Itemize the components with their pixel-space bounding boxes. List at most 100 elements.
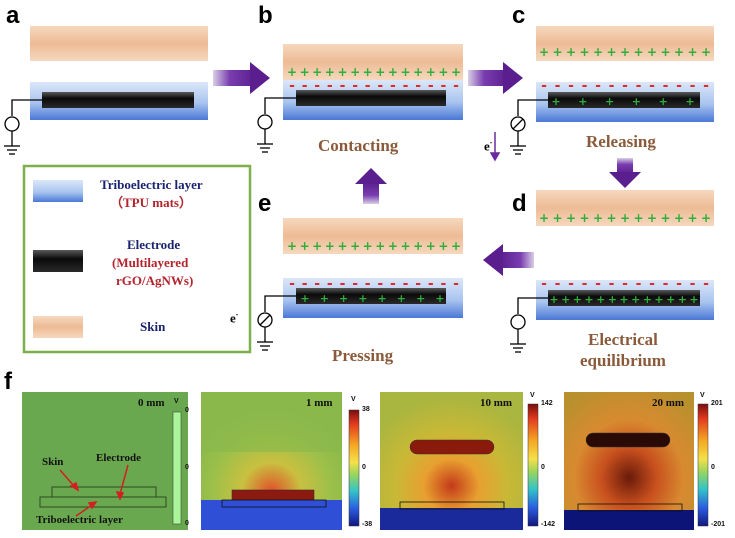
sim-electrode-charged	[231, 489, 315, 501]
plus-charge: +	[674, 211, 684, 225]
plus-charge: +	[375, 65, 385, 79]
plus-charge: +	[451, 239, 461, 253]
process-arrow-c-to-d	[609, 158, 641, 188]
minus-charge: -	[622, 78, 628, 94]
plus-charge-row: ++++++++++++++	[287, 65, 461, 79]
minus-charge: -	[302, 78, 308, 94]
minus-charge: -	[676, 276, 682, 292]
legend-box	[22, 164, 252, 354]
minus-charge: -	[289, 276, 295, 292]
electrode-layer	[548, 290, 700, 306]
plus-charge: +	[413, 239, 423, 253]
sim-tribo-outline	[577, 503, 683, 512]
minus-charge: -	[340, 276, 346, 292]
colorbar-10mm	[527, 403, 539, 527]
plus-charge: +	[619, 293, 628, 306]
minus-charge: -	[415, 276, 421, 292]
skin-layer	[283, 218, 463, 254]
panel-c-device: +++++++++++++ ------------- ++++++	[489, 26, 714, 162]
circuit	[510, 297, 548, 353]
minus-charge: -	[314, 78, 320, 94]
plus-charge: +	[551, 95, 560, 108]
plus-charge: +	[400, 65, 410, 79]
plus-charge: +	[687, 45, 697, 59]
plus-charge: +	[605, 95, 614, 108]
minus-charge: -	[327, 276, 333, 292]
plus-charge: +	[363, 65, 373, 79]
minus-charge: -	[440, 78, 446, 94]
simulation-map-1mm	[201, 392, 342, 530]
plus-charge: +	[561, 293, 570, 306]
plus-charge: +	[596, 293, 605, 306]
plus-charge: +	[643, 293, 652, 306]
skin-layer	[536, 26, 714, 61]
minus-charge: -	[440, 276, 446, 292]
minus-charge: -	[453, 78, 459, 94]
minus-charge: -	[314, 276, 320, 292]
sim-annotation-arrows	[59, 464, 129, 517]
minus-charge: -	[690, 276, 696, 292]
plus-charge: +	[608, 293, 617, 306]
plus-charge-row: +++++++++++++	[539, 211, 711, 225]
minus-charge: -	[377, 276, 383, 292]
plus-charge: +	[631, 293, 640, 306]
plus-charge: +	[578, 95, 587, 108]
plus-charge: +	[416, 292, 425, 305]
plus-charge: +	[397, 292, 406, 305]
sim-electrode-outline	[39, 496, 167, 508]
plus-charge: +	[337, 65, 347, 79]
minus-charge: -	[568, 276, 574, 292]
plus-charge: +	[325, 65, 335, 79]
minus-charge: -	[352, 276, 358, 292]
minus-charge: -	[622, 276, 628, 292]
minus-charge: -	[390, 78, 396, 94]
electrode-layer	[548, 92, 700, 108]
electrode-layer	[42, 92, 194, 108]
plus-charge: +	[701, 211, 711, 225]
plus-charge: +	[552, 211, 562, 225]
skin-layer	[283, 44, 463, 80]
plus-charge: +	[287, 65, 297, 79]
minus-charge: -	[302, 276, 308, 292]
simulation-map-20mm	[564, 392, 694, 530]
process-arrow-b-to-c	[468, 62, 523, 94]
minus-charge: -	[568, 78, 574, 94]
sim-skin-charged	[409, 439, 495, 455]
minus-charge-row: -------------	[541, 78, 709, 94]
minus-charge: -	[595, 78, 601, 94]
plus-charge: +	[701, 45, 711, 59]
plus-charge: +	[350, 65, 360, 79]
sim-skin-charged	[585, 432, 671, 448]
electron-arrow-down	[489, 132, 501, 162]
plus-charge: +	[647, 45, 657, 59]
skin-layer	[536, 190, 714, 226]
legend-swatch-electrode	[33, 250, 83, 272]
minus-charge: -	[636, 276, 642, 292]
plus-charge: +	[375, 239, 385, 253]
circuit	[257, 295, 296, 351]
plus-charge: +	[413, 65, 423, 79]
plus-charge: +	[435, 292, 444, 305]
legend-swatch-skin	[33, 316, 83, 338]
minus-charge: -	[690, 78, 696, 94]
minus-charge: -	[541, 78, 547, 94]
plus-charge: +	[678, 293, 687, 306]
plus-charge: +	[312, 65, 322, 79]
plus-charge: +	[400, 239, 410, 253]
plus-charge: +	[358, 292, 367, 305]
plus-charge: +	[312, 239, 322, 253]
plus-charge: +	[388, 65, 398, 79]
plus-charge: +	[579, 211, 589, 225]
plus-charge: +	[300, 292, 309, 305]
minus-charge: -	[340, 78, 346, 94]
plus-charge: +	[426, 239, 436, 253]
plus-charge: +	[566, 211, 576, 225]
plus-charge: +	[620, 211, 630, 225]
minus-charge: -	[327, 78, 333, 94]
plus-charge-row: ++++++	[551, 95, 694, 108]
plus-charge: +	[426, 65, 436, 79]
plus-charge: +	[685, 95, 694, 108]
minus-charge: -	[663, 276, 669, 292]
plus-charge: +	[584, 293, 593, 306]
